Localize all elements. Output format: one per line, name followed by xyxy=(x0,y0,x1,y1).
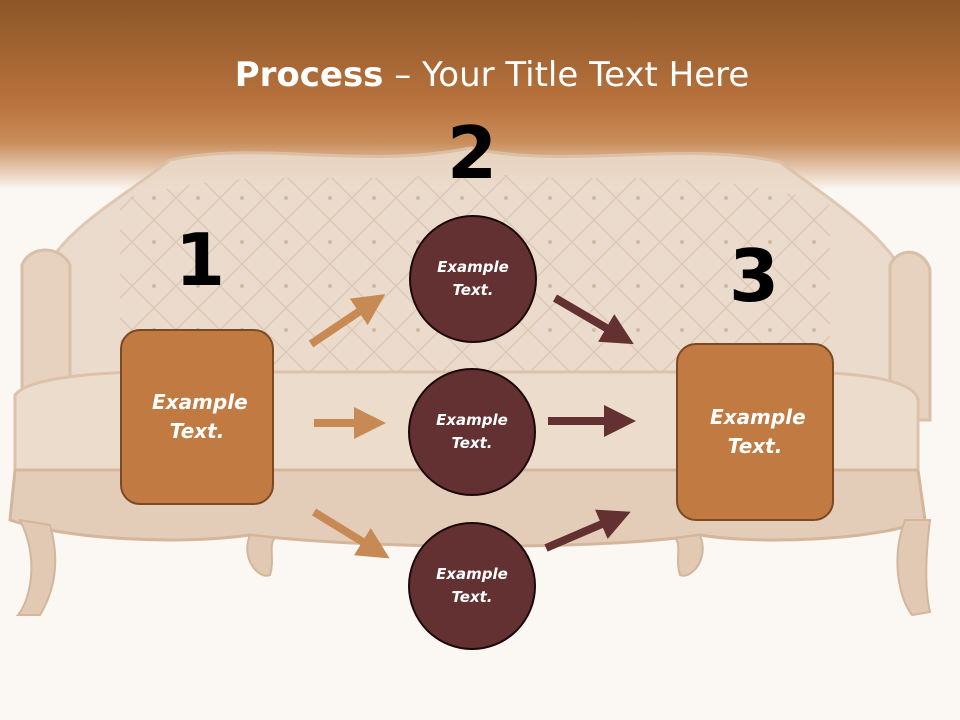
arrow-box1-to-circle-top xyxy=(308,294,386,348)
arrow-box1-to-circle-bottom xyxy=(311,508,390,559)
step-number-2: 2 xyxy=(446,111,498,195)
step-number-1: 1 xyxy=(174,218,226,302)
step-3-box: Example Text. xyxy=(676,343,834,521)
arrow-circle-top-to-box3 xyxy=(552,294,634,345)
step-3-box-text: Example Text. xyxy=(710,405,806,458)
circle-bottom: Example Text. xyxy=(408,522,536,650)
circle-bottom-text: Example Text. xyxy=(436,565,508,606)
circle-middle: Example Text. xyxy=(408,368,536,496)
step-1-box-text: Example Text. xyxy=(152,390,248,443)
step-1-box: Example Text. xyxy=(120,329,274,505)
step-number-3: 3 xyxy=(728,234,780,318)
title-rest-part: – Your Title Text Here xyxy=(383,55,750,95)
title-bold-part: Process xyxy=(234,55,384,95)
circle-top: Example Text. xyxy=(409,215,537,343)
arrow-circle-bottom-to-box3 xyxy=(544,509,631,552)
slide-title: Process – Your Title Text Here xyxy=(0,52,960,98)
circle-middle-text: Example Text. xyxy=(436,411,508,452)
circle-top-text: Example Text. xyxy=(437,258,509,299)
